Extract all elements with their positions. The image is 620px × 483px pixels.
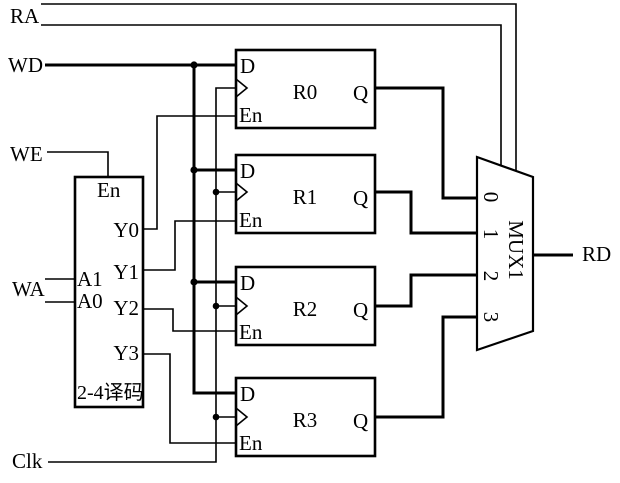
y2-wire <box>143 308 236 332</box>
r0-q-label: Q <box>353 81 368 105</box>
we-wire <box>47 151 109 177</box>
ra-wire-bit1 <box>41 3 517 175</box>
decoder-caption: 2-4译码 <box>77 381 144 404</box>
r1-clock-triangle-icon <box>235 182 249 202</box>
r1-d-label: D <box>240 159 255 183</box>
we-label: WE <box>10 142 43 166</box>
junction-clk-r1 <box>212 188 220 196</box>
r2-d-label: D <box>240 271 255 295</box>
junction-clk-r2 <box>212 302 220 310</box>
q2-wire <box>375 273 480 308</box>
junction-wd-r2 <box>190 278 198 286</box>
register-r2-box <box>234 265 377 347</box>
clk-label: Clk <box>12 449 43 473</box>
r3-name-label: R3 <box>293 408 318 432</box>
clk-wire <box>48 87 236 463</box>
rd-label: RD <box>582 242 611 266</box>
ra-wire-bit0 <box>41 24 502 170</box>
y3-wire <box>143 353 236 444</box>
r0-en-label: En <box>239 103 263 127</box>
q3-wire <box>375 315 480 419</box>
wd-label: WD <box>8 53 43 77</box>
decoder-box <box>73 175 145 409</box>
decoder-y0-label: Y0 <box>113 218 139 242</box>
register-r1-box <box>234 153 377 235</box>
register-r3-box <box>234 376 377 458</box>
r3-q-label: Q <box>353 409 368 433</box>
q1-wire <box>375 190 480 235</box>
r0-clock-triangle-icon <box>235 78 249 98</box>
r2-q-label: Q <box>353 298 368 322</box>
r3-clock-triangle-icon <box>235 407 249 427</box>
mux-input-0-label: 0 <box>479 192 503 203</box>
decoder-en-label: En <box>97 178 121 202</box>
r3-d-label: D <box>240 382 255 406</box>
decoder-y2-label: Y2 <box>113 296 139 320</box>
decoder-a1-label: A1 <box>77 267 103 291</box>
r2-en-label: En <box>239 320 263 344</box>
junction-wd-r1 <box>190 166 198 174</box>
mux-input-1-label: 1 <box>479 229 503 240</box>
r2-clock-triangle-icon <box>235 296 249 316</box>
mux-input-3-label: 3 <box>479 312 503 323</box>
y1-wire <box>143 220 236 271</box>
mux-input-2-label: 2 <box>479 271 503 282</box>
junction-clk-r3 <box>212 413 220 421</box>
r3-en-label: En <box>239 431 263 455</box>
wa-label: WA <box>12 277 45 301</box>
ra-label: RA <box>10 4 40 28</box>
r1-name-label: R1 <box>293 185 318 209</box>
r0-d-label: D <box>240 54 255 78</box>
decoder-y3-label: Y3 <box>113 341 139 365</box>
y0-wire <box>143 115 236 230</box>
r1-en-label: En <box>239 208 263 232</box>
junction-wd-r0 <box>190 61 198 69</box>
r0-name-label: R0 <box>293 80 318 104</box>
q0-wire <box>375 86 480 200</box>
mux-body <box>475 155 535 352</box>
wd-bus <box>192 65 236 395</box>
mux-name-label: MUX1 <box>504 220 528 280</box>
decoder-y1-label: Y1 <box>113 260 139 284</box>
r2-name-label: R2 <box>293 297 318 321</box>
register-r0-box <box>234 48 377 130</box>
r1-q-label: Q <box>353 186 368 210</box>
decoder-a0-label: A0 <box>77 289 103 313</box>
